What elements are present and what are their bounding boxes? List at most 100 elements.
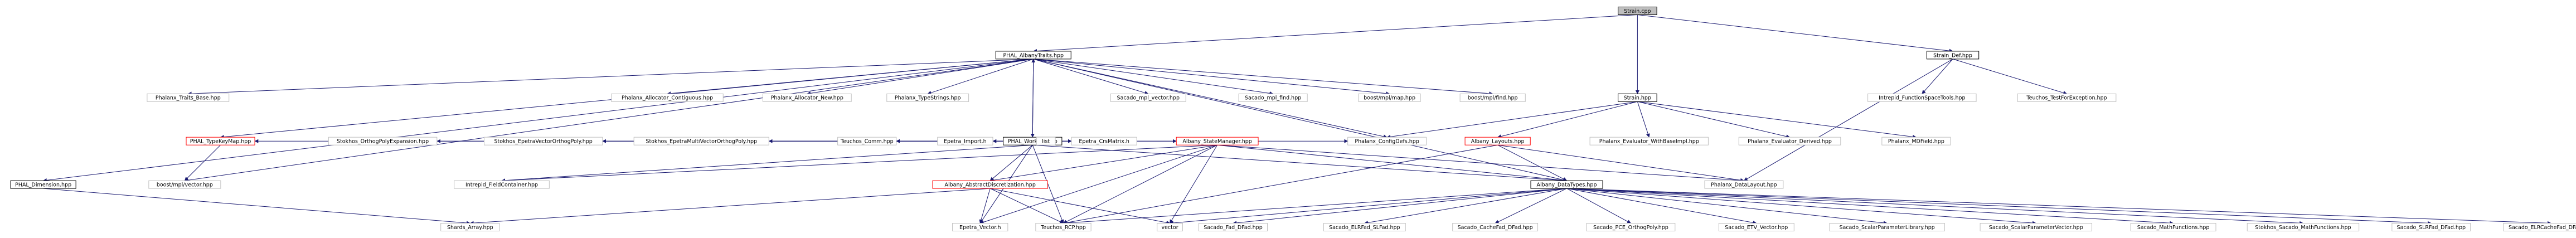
edge-albany_datatypes-to-sacado_scalarparamvec [1566,188,2037,225]
node-box [952,223,1008,232]
node-epetra_crsmatrix[interactable]: Epetra_CrsMatrix.h [1071,137,1137,145]
node-strain_hpp[interactable]: Strain.hpp [1618,93,1657,102]
node-epetra_vector[interactable]: Epetra_Vector.h [952,223,1008,232]
node-phalanx_evaluator_withbaseimpl[interactable]: Phalanx_Evaluator_WithBaseImpl.hpp [1589,137,1709,145]
node-label: Teuchos_TestForException.hpp [2026,95,2107,101]
node-phalanx_evaluator_derived[interactable]: Phalanx_Evaluator_Derived.hpp [1738,137,1841,145]
node-sacado_mpl_vector[interactable]: Sacado_mpl_vector.hpp [1110,93,1186,102]
node-boost_mpl_map[interactable]: boost/mpl/map.hpp [1358,93,1421,102]
edge-albany_abstractdisc-to-teuchos_rcp [989,188,1064,224]
edge-albany_datatypes-to-sacado_elrcachefad_dfad [1566,188,2551,225]
node-box [147,93,230,102]
node-albany_statemanager[interactable]: Albany_StateManager.hpp [1176,137,1259,145]
edge-phal_dimension-to-shards_array [43,188,471,225]
node-phalanx_alloc_contig[interactable]: Phalanx_Allocator_Contiguous.hpp [611,93,724,102]
node-box [1618,6,1657,15]
node-phal_dimension[interactable]: PHAL_Dimension.hpp [10,180,76,189]
node-phal_typekeymap[interactable]: PHAL_TypeKeyMap.hpp [186,137,255,145]
node-box [1110,93,1186,102]
node-phal_albanytraits[interactable]: PHAL_AlbanyTraits.hpp [995,51,1071,60]
node-label: Sacado_CacheFad_DFad.hpp [1458,225,1533,231]
node-label: Albany_DataTypes.hpp [1537,182,1597,188]
edge-albany_datatypes-to-sacado_scalarparamlib [1566,188,1888,225]
node-stokhos_orthopoly[interactable]: Stokhos_OrthogPolyExpansion.hpp [328,137,438,145]
node-phalanx_traits_base[interactable]: Phalanx_Traits_Base.hpp [147,93,230,102]
node-sacado_elrfad_slfad[interactable]: Sacado_ELRFad_SLFad.hpp [1323,223,1406,232]
node-intrepid_fieldcontainer[interactable]: Intrepid_FieldContainer.hpp [454,180,550,189]
node-epetra_import[interactable]: Epetra_Import.h [937,137,993,145]
node-boost_mpl_find[interactable]: boost/mpl/find.hpp [1459,93,1526,102]
edge-strain_def-to-phalanx_datalayout [1743,59,1953,181]
edge-phal_albanytraits-to-boost_mpl_map [1033,59,1390,96]
node-vector[interactable]: vector [1157,223,1183,232]
edge-phal_albanytraits-to-boost_mpl_find [1033,59,1493,96]
node-albany_layouts[interactable]: Albany_Layouts.hpp [1464,137,1531,145]
node-box [1589,137,1709,145]
edge-albany_datatypes-to-teuchos_rcp [1063,188,1567,225]
edge-strain_def-to-intrepid_fst [1922,59,1953,94]
node-shards_array[interactable]: Shards_Array.hpp [440,223,500,232]
node-box [1238,93,1308,102]
node-label: Shards_Array.hpp [447,225,493,231]
node-teuchos_testforexc[interactable]: Teuchos_TestForException.hpp [2017,93,2117,102]
node-sacado_scalarparamvec[interactable]: Sacado_ScalarParameterVector.hpp [1980,223,2093,232]
node-sacado_pce_orthogpoly[interactable]: Sacado_PCE_OrthogPoly.hpp [1586,223,1676,232]
node-box [1618,93,1657,102]
node-list[interactable]: list [1036,137,1056,145]
node-intrepid_fst[interactable]: Intrepid_FunctionSpaceTools.hpp [1867,93,1977,102]
node-label: Stokhos_EpetraMultiVectorOrthogPoly.hpp [646,139,757,145]
node-box [1035,223,1091,232]
node-strain_def[interactable]: Strain_Def.hpp [1926,51,1980,60]
node-label: Albany_Layouts.hpp [1471,139,1525,145]
node-label: Phalanx_DataLayout.hpp [1711,182,1777,188]
node-box [1464,137,1531,145]
edge-albany_statemanager-to-albany_abstractdisc [989,144,1217,182]
node-label: Epetra_Import.h [944,139,987,145]
node-phalanx_datalayout[interactable]: Phalanx_DataLayout.hpp [1704,180,1784,189]
node-sacado_slrfad_dfad[interactable]: Sacado_SLRFad_DFad.hpp [2391,223,2471,232]
node-phalanx_typestrings[interactable]: Phalanx_TypeStrings.hpp [886,93,969,102]
node-teuchos_rcp[interactable]: Teuchos_RCP.hpp [1035,223,1091,232]
edge-albany_layouts-to-teuchos_rcp [1063,144,1498,225]
node-box [1176,137,1259,145]
edge-phal_albanytraits-to-sacado_mpl_vector [1033,59,1149,95]
node-sacado_cachefad_dfad[interactable]: Sacado_CacheFad_DFad.hpp [1452,223,1539,232]
node-box [1452,223,1539,232]
node-teuchos_comm[interactable]: Teuchos_Comm.hpp [837,137,897,145]
node-albany_abstractdisc[interactable]: Albany_AbstractDiscretization.hpp [932,180,1048,189]
node-box [1980,223,2093,232]
node-stokhos_epetramulti[interactable]: Stokhos_EpetraMultiVectorOrthogPoly.hpp [633,137,769,145]
edge-phal_albanytraits-to-sacado_mpl_find [1033,59,1274,95]
node-phalanx_mdfield[interactable]: Phalanx_MDField.hpp [1881,137,1951,145]
node-sacado_etv_vector[interactable]: Sacado_ETV_Vector.hpp [1718,223,1794,232]
node-stokhos_epetravec[interactable]: Stokhos_EpetraVectorOrthogPoly.hpp [483,137,603,145]
node-sacado_fad_dfad[interactable]: Sacado_Fad_DFad.hpp [1198,223,1268,232]
node-sacado_mpl_find[interactable]: Sacado_mpl_find.hpp [1238,93,1308,102]
edge-strain_cpp-to-phal_albanytraits [1033,14,1638,53]
node-sacado_elrcachefad_dfad[interactable]: Sacado_ELRCacheFad_DFad.hpp [2503,223,2576,232]
node-box [1347,137,1427,145]
node-sacado_mathfunctions[interactable]: Sacado_MathFunctions.hpp [2130,223,2216,232]
node-stokhos_sacado_math[interactable]: Stokhos_Sacado_MathFunctions.hpp [2247,223,2360,232]
edge-albany_datatypes-to-sacado_pce_orthogpoly [1566,188,1632,224]
edge-phal_albanytraits-to-phalanx_configdefs [1033,59,1388,139]
node-label: Stokhos_Sacado_MathFunctions.hpp [2255,225,2351,231]
node-label: Albany_AbstractDiscretization.hpp [944,182,1035,188]
node-label: Teuchos_Comm.hpp [840,139,894,145]
node-box [932,180,1048,189]
node-box [1358,93,1421,102]
node-phalanx_alloc_new[interactable]: Phalanx_Allocator_New.hpp [762,93,852,102]
node-box [611,93,724,102]
node-phalanx_configdefs[interactable]: Phalanx_ConfigDefs.hpp [1347,137,1427,145]
node-label: Strain.cpp [1624,8,1651,14]
edge-albany_datatypes-to-sacado_elrfad_slfad [1364,188,1567,225]
node-albany_datatypes[interactable]: Albany_DataTypes.hpp [1530,180,1603,189]
node-box [454,180,550,189]
node-boost_mpl_vector[interactable]: boost/mpl/vector.hpp [148,180,221,189]
edge-phal_albanytraits-to-albany_datatypes [1033,59,1568,182]
node-box [837,137,897,145]
edge-phal_albanytraits-to-boost_mpl_vector [184,59,1034,182]
node-sacado_scalarparamlib[interactable]: Sacado_ScalarParameterLibrary.hpp [1829,223,1945,232]
edge-albany_datatypes-to-sacado_etv_vector [1566,188,1757,225]
